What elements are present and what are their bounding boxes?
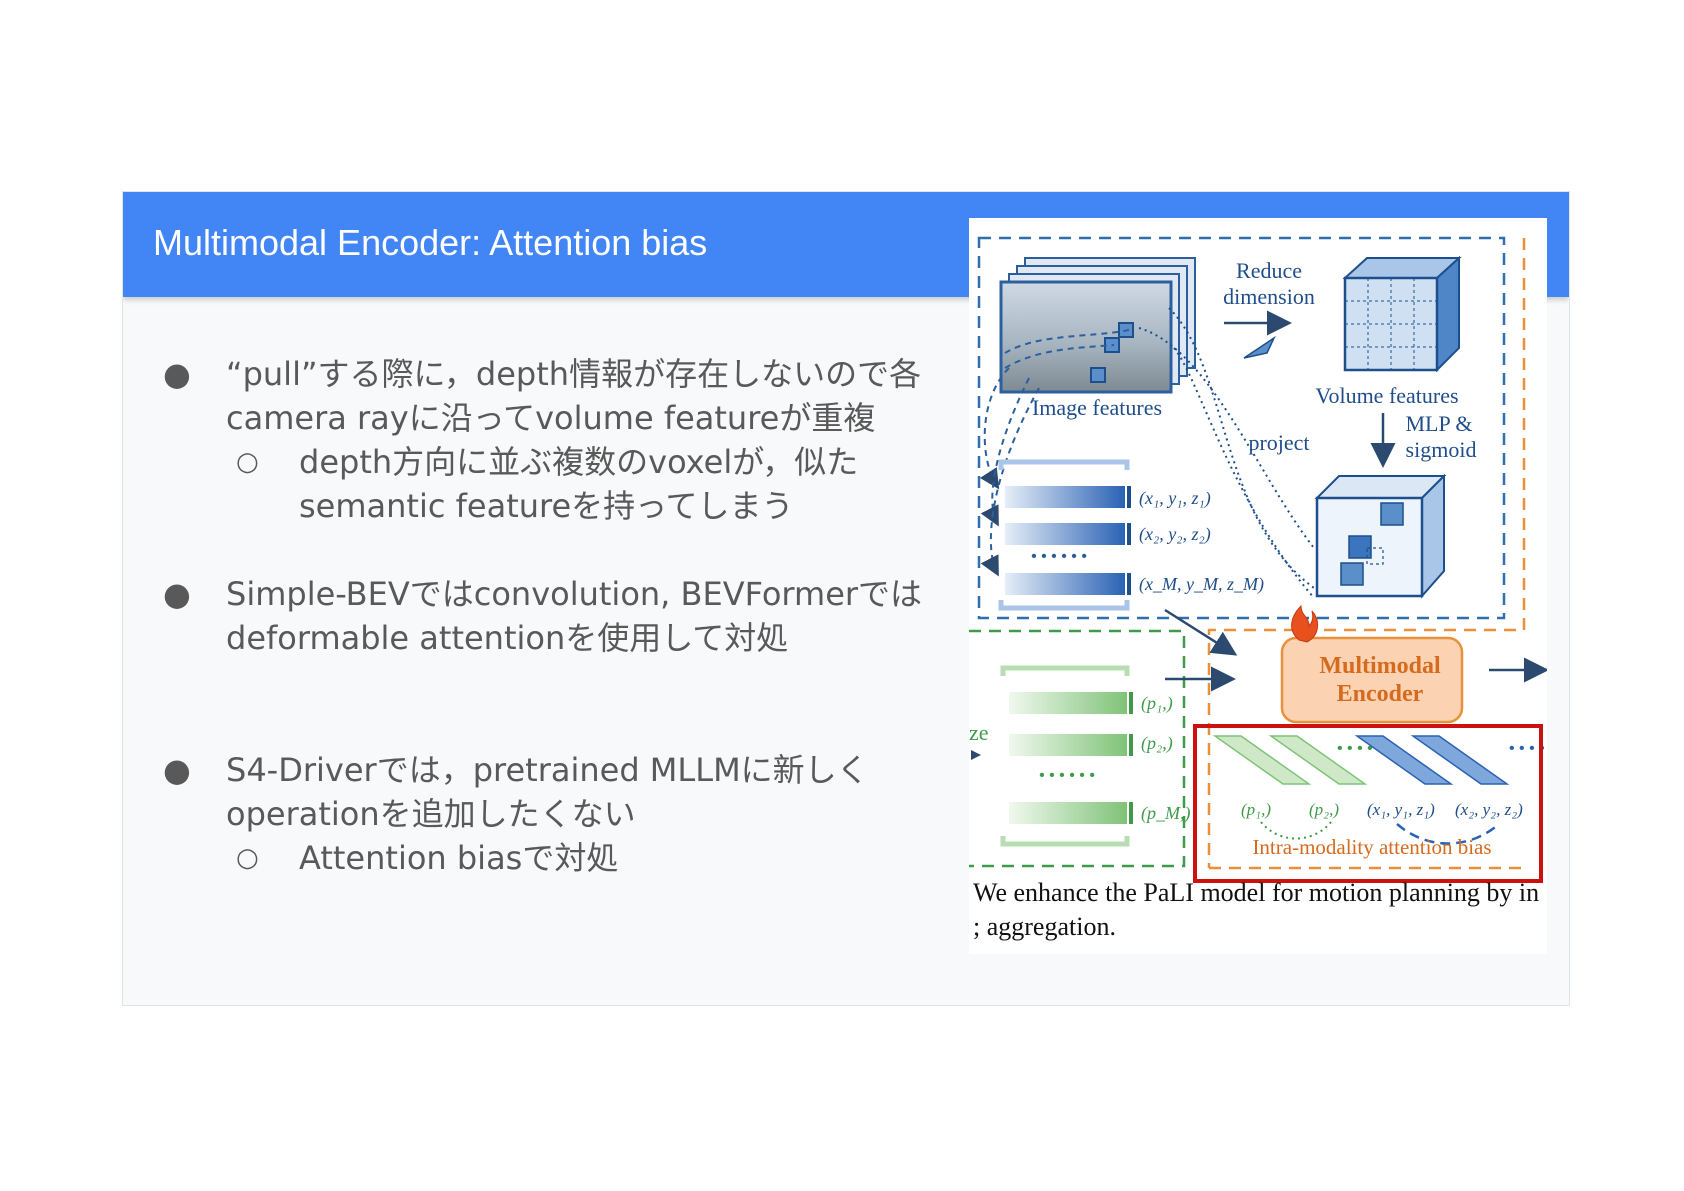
- bullet-marker: ●: [163, 355, 191, 393]
- bullet-item: ● Simple-BEVではconvolution, BEVFormerでは d…: [163, 572, 1083, 660]
- row-label-p2: (p₂,): [1309, 800, 1339, 819]
- row-label-p1: (p₁,): [1241, 800, 1271, 819]
- volume-cube: [1342, 255, 1462, 373]
- token-label-xyz2: (x₂, y₂, z₂): [1139, 524, 1211, 545]
- bullet-item: ● “pull”する際に，depth情報が存在しないので各 camera ray…: [163, 352, 1083, 440]
- architecture-diagram: Reduce dimension Volume features MLP & s…: [969, 236, 1547, 883]
- svg-text:• • • • • •: • • • • • •: [1031, 548, 1087, 565]
- green-label-p1: (p₁,): [1141, 693, 1173, 714]
- reduce-label-1: Reduce: [1236, 258, 1302, 283]
- highlight-box: [1193, 724, 1543, 883]
- text-branch-box: [969, 629, 1186, 868]
- token-label-xyz1: (x₁, y₁, z₁): [1139, 488, 1211, 509]
- sub-bullet-line: semantic featureを持ってしまう: [299, 487, 794, 525]
- encoder-label-2: Encoder: [1337, 681, 1424, 707]
- green-label-pM: (p_M,): [1141, 803, 1190, 824]
- image-feature-stack: [999, 257, 1196, 394]
- svg-text:• • • • • •: • • • • • •: [1039, 767, 1095, 784]
- arrow-volume-to-encoder: [1164, 608, 1238, 656]
- token-label-xyzM: (x_M, y_M, z_M): [1139, 574, 1264, 595]
- bullet-list: ● “pull”する際に，depth情報が存在しないので各 camera ray…: [163, 352, 1083, 880]
- ze-arrow-icon: [971, 750, 981, 760]
- ze-fragment: ze: [969, 720, 989, 745]
- encoder-label-1: Multimodal: [1319, 653, 1441, 679]
- flame-icon: [1291, 604, 1319, 643]
- svg-text:• • • • • •: • • • • • •: [1509, 740, 1547, 757]
- bullet-marker: ●: [163, 751, 191, 789]
- bullet-item: ● S4-Driverでは，pretrained MLLMに新しく operat…: [163, 748, 1083, 836]
- slide-title: Multimodal Encoder: Attention bias: [153, 222, 708, 263]
- sub-bullet-line: depth方向に並ぶ複数のvoxelが，似た: [299, 443, 859, 481]
- sub-bullet-marker: ○: [236, 447, 259, 477]
- bullet-line: Simple-BEVではconvolution, BEVFormerでは: [226, 575, 923, 613]
- attention-bias-label: Intra-modality attention bias: [1252, 835, 1491, 859]
- figure-caption-line-1: We enhance the PaLI model for motion pla…: [973, 878, 1540, 907]
- sub-bullet-item: ○ Attention biasで対処: [163, 836, 1083, 880]
- mlp-label-2: sigmoid: [1406, 437, 1477, 462]
- bullet-line: operationを追加したくない: [226, 795, 636, 833]
- green-token-column: • • • • • •: [1000, 665, 1133, 847]
- bullet-line: deformable attentionを使用して対処: [226, 619, 789, 657]
- encoder-box: [1280, 636, 1464, 724]
- blue-token-column: • • • • • •: [998, 459, 1131, 611]
- sub-bullet-line: Attention biasで対処: [299, 839, 619, 877]
- pyramid-icon: [1243, 335, 1276, 359]
- bullet-marker: ●: [163, 575, 191, 613]
- paper-figure: Reduce dimension Volume features MLP & s…: [969, 218, 1547, 954]
- project-label: project: [1248, 430, 1309, 455]
- voxel-cube: [1314, 473, 1447, 599]
- mlp-label-1: MLP &: [1405, 411, 1472, 436]
- attention-bias-row: • • • • • • • • • • • •: [1212, 735, 1547, 785]
- volume-features-label: Volume features: [1315, 383, 1458, 408]
- figure-caption-line-2: ; aggregation.: [973, 912, 1116, 941]
- bullet-line: camera rayに沿ってvolume featureが重複: [226, 399, 876, 437]
- sub-bullet-marker: ○: [236, 843, 259, 873]
- image-features-label: Image features: [1032, 395, 1162, 420]
- green-label-p2: (p₂,): [1141, 733, 1173, 754]
- row-label-xyz1: (x₁, y₁, z₁): [1367, 800, 1435, 819]
- bullet-line: “pull”する際に，depth情報が存在しないので各: [226, 355, 922, 393]
- bullet-line: S4-Driverでは，pretrained MLLMに新しく: [226, 751, 869, 789]
- volume-branch-box: [977, 236, 1506, 620]
- reduce-label-2: dimension: [1223, 284, 1315, 309]
- row-label-xyz2: (x₂, y₂, z₂): [1455, 800, 1523, 819]
- encoder-branch-box: [1207, 238, 1526, 868]
- sub-bullet-item: ○ depth方向に並ぶ複数のvoxelが，似た semantic featur…: [163, 440, 1083, 528]
